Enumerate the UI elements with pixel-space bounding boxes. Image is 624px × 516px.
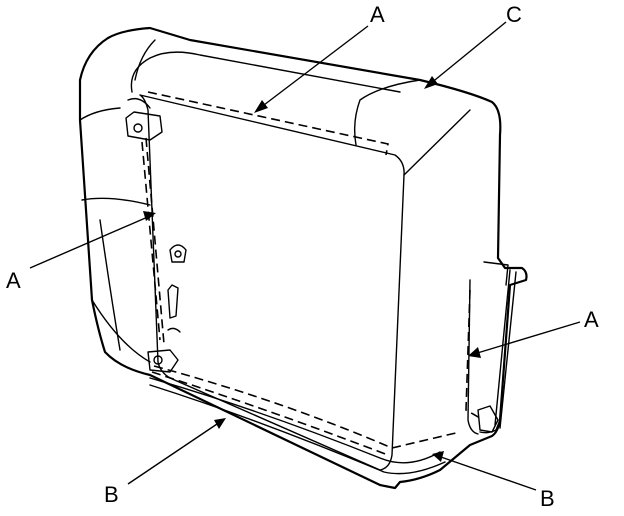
callout-b-right: B <box>432 451 555 511</box>
mid-clip <box>169 244 187 263</box>
callout-b-left: B <box>104 418 226 507</box>
callout-c-top-label: C <box>506 2 522 27</box>
dashed-attachment-lines <box>141 91 481 456</box>
callout-b-right-label: B <box>540 486 555 511</box>
callout-b-left-label: B <box>104 482 119 507</box>
bottom-left-bracket <box>147 349 179 373</box>
top-left-bracket <box>125 97 163 141</box>
callout-a-right-label: A <box>584 307 599 332</box>
right-rod <box>477 269 517 433</box>
callout-a-left-label: A <box>6 268 21 293</box>
callout-a-right: A <box>468 307 599 358</box>
callout-c-top: C <box>424 2 522 89</box>
seat-back-body <box>78 26 528 490</box>
callout-a-top-label: A <box>370 2 385 27</box>
slot-fastener <box>167 284 181 333</box>
callout-a-left: A <box>6 211 156 293</box>
callout-a-top: A <box>254 2 385 113</box>
